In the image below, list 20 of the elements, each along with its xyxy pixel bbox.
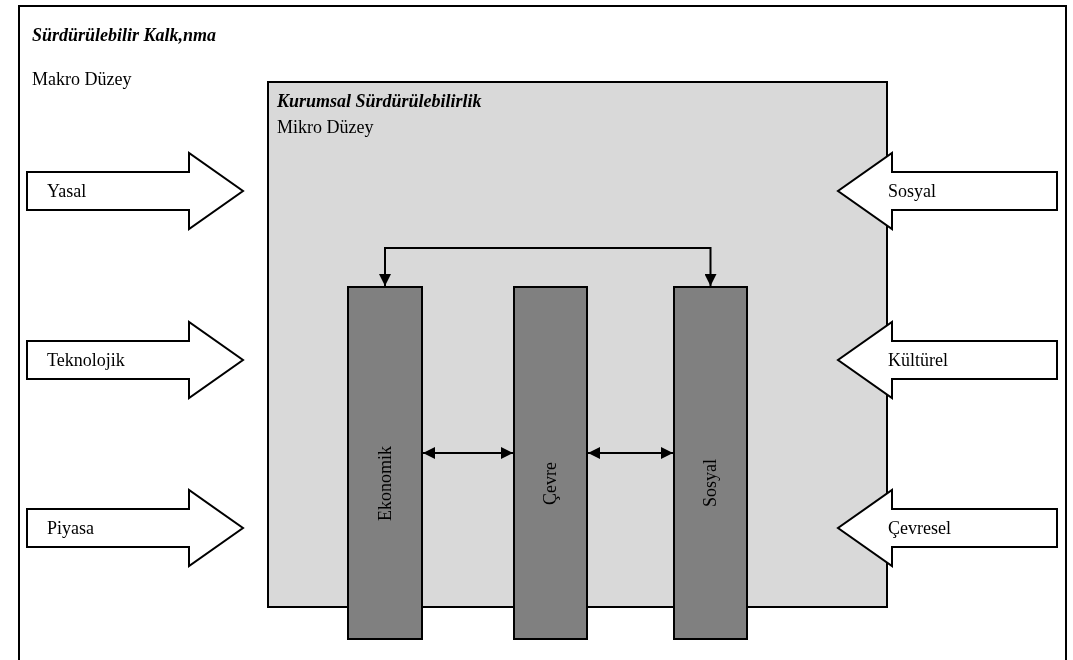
frame-subtitle: Makro Düzey — [32, 69, 132, 90]
panel-subtitle: Mikro Düzey — [277, 117, 374, 138]
pillar — [347, 286, 423, 640]
arrow-label: Yasal — [47, 180, 87, 202]
pillar-label: Ekonomik — [374, 445, 396, 521]
arrow-label: Sosyal — [888, 180, 936, 202]
arrow-label: Kültürel — [888, 349, 948, 371]
pillar — [673, 286, 748, 640]
arrow-label: Çevresel — [888, 517, 951, 539]
frame-title: Sürdürülebilir Kalk,nma — [32, 25, 217, 46]
arrow — [422, 447, 514, 459]
pillar-label: Çevre — [540, 461, 561, 505]
outer-frame — [18, 5, 1067, 660]
panel-title: Kurumsal Sürdürülebilirlik — [277, 91, 482, 112]
arrow-label: Piyasa — [47, 517, 94, 539]
arrow — [379, 247, 717, 287]
pillar — [513, 286, 588, 640]
pillar-label: Sosyal — [700, 459, 721, 507]
arrow-label: Teknolojik — [47, 349, 125, 371]
arrow — [587, 447, 674, 459]
